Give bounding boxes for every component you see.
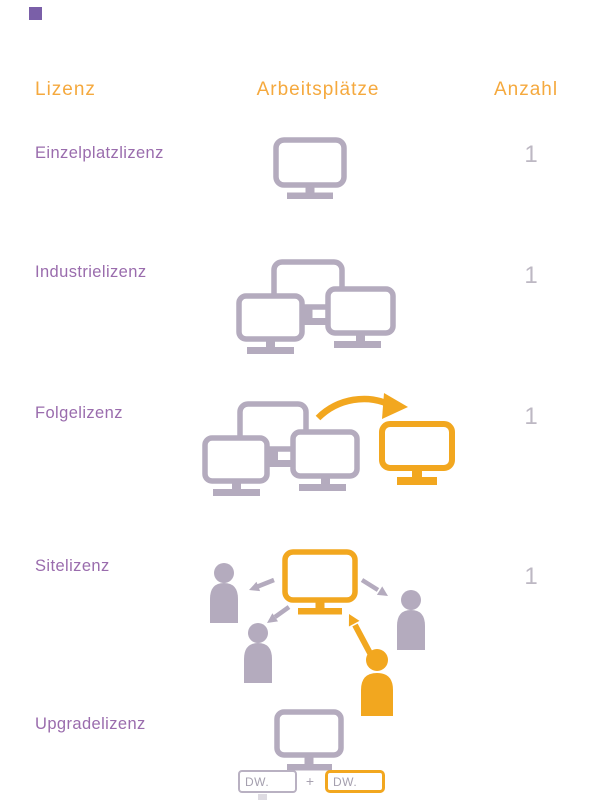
row-label-upgradelizenz: Upgradelizenz xyxy=(35,715,146,733)
count-einzelplatzlizenz: 1 xyxy=(524,141,538,168)
new-monitor-icon xyxy=(379,421,455,485)
dw-box-current-label: DW. xyxy=(245,774,270,789)
column-header-lizenz: Lizenz xyxy=(35,79,96,100)
cutoff-element xyxy=(258,794,267,800)
row-label-einzelplatzlizenz: Einzelplatzlizenz xyxy=(35,144,164,162)
count-industrielizenz: 1 xyxy=(524,262,538,289)
column-header-anzahl: Anzahl xyxy=(494,79,559,100)
arrow-from-orange-user-icon xyxy=(348,614,374,657)
count-sitelizenz: 1 xyxy=(524,563,538,590)
logo-square xyxy=(29,7,42,20)
three-monitor-cluster-icon xyxy=(236,259,396,354)
monitor-left xyxy=(236,293,305,354)
monitor-right xyxy=(290,429,360,491)
single-monitor-icon xyxy=(273,137,347,199)
row-label-industrielizenz: Industrielizenz xyxy=(35,263,147,281)
dw-box-upgrade-label: DW. xyxy=(333,774,358,789)
central-monitor-with-users-icon xyxy=(210,549,425,716)
arrow-to-user-right-icon xyxy=(360,578,388,596)
plus-sign: + xyxy=(305,773,315,789)
cluster-arrow-to-new-monitor-icon xyxy=(202,393,455,496)
count-folgelizenz: 1 xyxy=(524,403,538,430)
transfer-arrow-icon xyxy=(315,393,408,421)
arrow-to-user-left-icon xyxy=(249,577,275,592)
monitor-right xyxy=(325,286,396,348)
row-label-sitelizenz: Sitelizenz xyxy=(35,557,110,575)
user-orange-icon xyxy=(361,649,393,716)
dw-box-upgrade: DW. xyxy=(325,770,385,793)
user-bottom-icon xyxy=(244,623,272,683)
user-left-icon xyxy=(210,563,238,623)
monitor-left xyxy=(202,435,270,496)
arrow-to-user-bottom-icon xyxy=(267,605,291,623)
upgrade-monitor-icon xyxy=(274,709,344,771)
central-monitor-icon xyxy=(282,549,358,615)
user-right-icon xyxy=(397,590,425,650)
column-header-arbeitsplaetze: Arbeitsplätze xyxy=(256,79,380,100)
row-label-folgelizenz: Folgelizenz xyxy=(35,404,123,422)
dw-box-current: DW. xyxy=(238,770,297,793)
